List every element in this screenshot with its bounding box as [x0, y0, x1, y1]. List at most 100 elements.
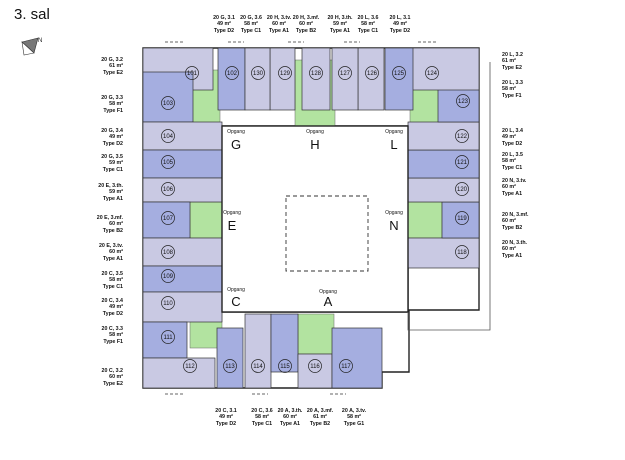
label-addr: 20 G, 3.4 — [101, 128, 123, 134]
label-type: Type F1 — [103, 338, 123, 345]
apartment-number: 103 — [163, 101, 174, 107]
apartment-number-circle — [161, 245, 175, 259]
apartment-number-circle — [456, 94, 470, 108]
label-type: Type C1 — [102, 283, 123, 290]
floor-title: 3. sal — [14, 6, 50, 23]
apartment-number-circle — [161, 330, 175, 344]
apartment-number-circle — [308, 359, 322, 373]
apartment-124 — [411, 47, 480, 91]
label-type: Type F1 — [502, 92, 522, 99]
label-area: 60 m² — [283, 414, 297, 421]
apartment-number: 125 — [394, 71, 405, 77]
label-type: Type D2 — [102, 310, 123, 317]
apartment-number-circle — [278, 66, 292, 80]
label-type: Type C1 — [240, 27, 262, 34]
apartment-number: 104 — [163, 134, 174, 140]
label-addr: 20 A, 3.th. — [277, 408, 303, 414]
label-addr: 20 G, 3.2 — [101, 57, 123, 63]
apartment-113 — [216, 327, 244, 389]
apartment-number: 111 — [163, 335, 173, 341]
label-type: Type B2 — [295, 27, 317, 34]
svg-text:N: N — [38, 38, 42, 44]
apartment-number: 130 — [253, 71, 264, 77]
label-addr: 20 G, 3.6 — [240, 15, 262, 21]
label-type: Type G1 — [343, 420, 365, 427]
apartment-number-circle — [425, 66, 439, 80]
stair-letter-c: C — [231, 294, 240, 309]
label-type: Type B2 — [502, 224, 523, 231]
apartment-number: 123 — [458, 99, 469, 105]
apartment-109 — [142, 265, 223, 293]
stair-label-a: Opgang — [319, 289, 337, 295]
label-type: Type C1 — [357, 27, 379, 34]
apartment-128 — [301, 47, 331, 111]
apartment-119 — [441, 201, 480, 239]
label-area: 60 m² — [109, 249, 123, 256]
label-addr: 20 N, 3.mf. — [502, 212, 529, 218]
label-addr: 20 L, 3.6 — [357, 15, 379, 21]
label-type: Type B2 — [102, 227, 123, 234]
label-area: 58 m² — [244, 21, 258, 28]
apartment-114 — [244, 313, 272, 389]
stair-letter-e: E — [228, 218, 237, 233]
label-area: 58 m² — [109, 332, 123, 339]
apartment-112 — [142, 357, 216, 389]
apartment-number: 116 — [310, 364, 320, 370]
label-area: 60 m² — [109, 221, 123, 228]
apartment-number-circle — [185, 66, 199, 80]
label-area: 59 m² — [109, 189, 123, 196]
apartment-105 — [142, 149, 223, 179]
label-area: 60 m² — [299, 21, 313, 28]
label-addr: 20 C, 3.4 — [101, 298, 124, 304]
label-addr: 20 A, 3.mf. — [306, 408, 334, 414]
label-type: Type D2 — [213, 27, 235, 34]
label-addr: 20 G, 3.5 — [101, 154, 123, 160]
apartment-number: 127 — [340, 71, 351, 77]
apartment-111 — [142, 321, 188, 359]
label-area: 61 m² — [502, 58, 516, 65]
label-area: 58 m² — [255, 414, 269, 421]
apartment-number: 119 — [457, 216, 467, 222]
apartment-number-circle — [225, 66, 239, 80]
apartment-number-circle — [251, 359, 265, 373]
apartment-number-circle — [161, 296, 175, 310]
apartment-125 — [384, 47, 414, 111]
label-type: Type E2 — [502, 64, 522, 71]
apartment-number: 114 — [253, 364, 263, 370]
label-area: 49 m² — [109, 304, 123, 311]
apartment-108 — [142, 237, 223, 267]
apartment-number-circle — [161, 129, 175, 143]
label-addr: 20 L, 3.1 — [389, 15, 411, 21]
label-addr: 20 H, 3.mf. — [292, 15, 320, 21]
label-area: 58 m² — [109, 101, 123, 108]
stair-letter-g: G — [231, 137, 241, 152]
apartment-104 — [142, 121, 223, 151]
apartment-number-circle — [309, 66, 323, 80]
label-area: 60 m² — [272, 21, 286, 28]
apartment-number-circle — [455, 211, 469, 225]
label-type: Type A1 — [102, 255, 123, 262]
label-addr: 20 C, 3.6 — [251, 408, 273, 414]
apartment-number: 102 — [227, 71, 238, 77]
stair-letter-n: N — [389, 218, 398, 233]
stair-area-n — [407, 201, 443, 239]
apartment-number-circle — [455, 155, 469, 169]
label-area: 58 m² — [502, 158, 516, 165]
apartment-116 — [297, 353, 333, 389]
apartment-115 — [270, 313, 299, 373]
apartment-number: 129 — [280, 71, 291, 77]
apartment-130 — [244, 47, 271, 111]
apartment-number: 109 — [163, 274, 174, 280]
